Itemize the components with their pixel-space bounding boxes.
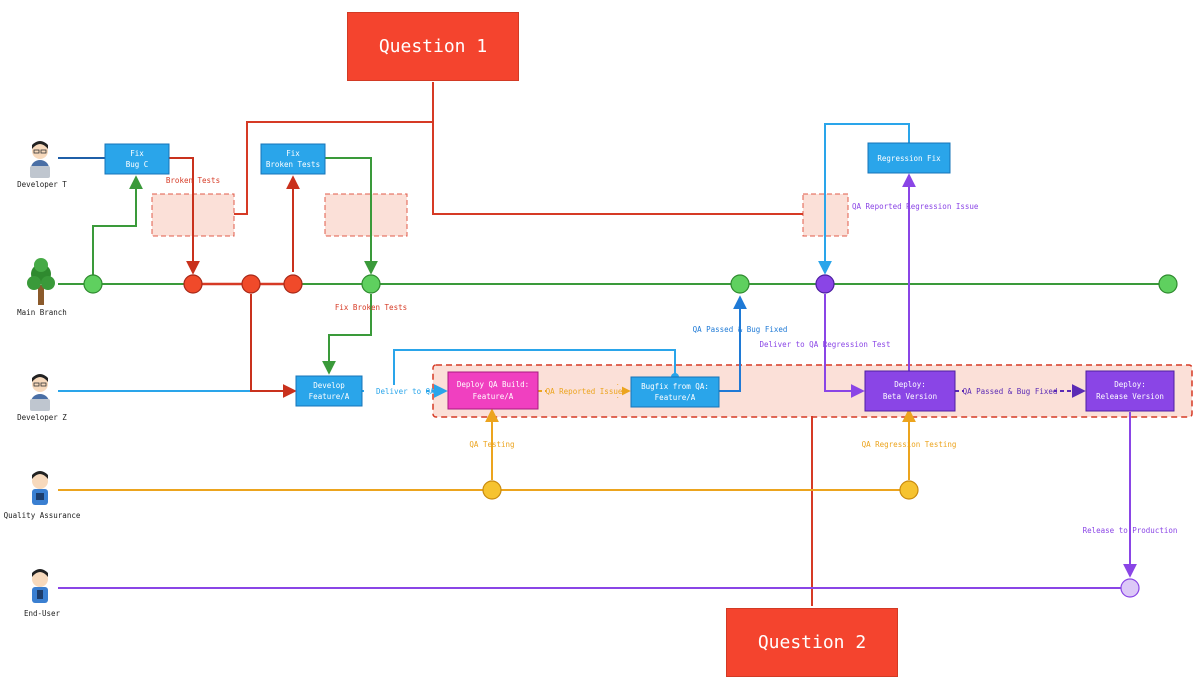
end-user-avatar (32, 569, 48, 603)
arrow-main-to-fix-bug (92, 175, 143, 284)
svg-text:Deploy:: Deploy: (1114, 380, 1146, 389)
box-deploy-qa-build: Deploy QA Build: Feature/A (447, 371, 539, 410)
commit-nodes (83, 274, 1178, 598)
label-release-to-production: Release to Production (1083, 526, 1178, 535)
question-1-box: Question 1 (347, 12, 519, 81)
svg-text:Fix: Fix (130, 149, 144, 158)
label-fix-broken-tests: Fix Broken Tests (335, 303, 407, 312)
svg-text:Develop: Develop (313, 381, 345, 390)
process-boxes: Fix Bug C Fix Broken Tests Regression Fi… (104, 142, 1175, 412)
box-deploy-release: Deploy: Release Version (1085, 370, 1175, 412)
developer-z-avatar (30, 374, 50, 411)
svg-text:Feature/A: Feature/A (473, 392, 514, 401)
actor-label-main-branch: Main Branch (17, 308, 67, 317)
svg-text:Fix: Fix (286, 149, 300, 158)
svg-text:Regression Fix: Regression Fix (877, 154, 941, 163)
red-arrows (169, 157, 300, 398)
arrow-loop-bugfix (393, 349, 676, 391)
label-qa-regression-testing: QA Regression Testing (862, 440, 957, 449)
arrow-bugfix-to-main (719, 295, 747, 392)
node-main-end (1158, 274, 1178, 294)
node-main-red-1 (183, 274, 203, 294)
node-main-3 (730, 274, 750, 294)
node-main-2 (361, 274, 381, 294)
qa-avatar (32, 471, 48, 505)
box-bugfix-from-qa: Bugfix from QA: Feature/A (630, 376, 720, 408)
node-main-red-2 (241, 274, 261, 294)
question-2-box: Question 2 (726, 608, 898, 677)
svg-text:Feature/A: Feature/A (309, 392, 350, 401)
arrow-fix-tests-to-main (325, 157, 378, 275)
svg-text:Deploy:: Deploy: (894, 380, 926, 389)
node-main-red-3 (283, 274, 303, 294)
label-qa-reported-regression: QA Reported Regression Issue (852, 202, 979, 211)
box-deploy-beta: Deploy: Beta Version (864, 370, 956, 412)
label-deliver-regression: Deliver to QA Regression Test (760, 340, 891, 349)
svg-text:Bug C: Bug C (126, 160, 149, 169)
arrow-fixbug-to-main (169, 157, 200, 275)
question-connectors (234, 82, 813, 606)
node-qa-1 (482, 480, 502, 500)
svg-text:Broken Tests: Broken Tests (266, 160, 320, 169)
node-qa-2 (899, 480, 919, 500)
svg-text:Beta Version: Beta Version (883, 392, 937, 401)
label-broken-tests: Broken Tests (166, 176, 220, 185)
svg-text:Bugfix from QA:: Bugfix from QA: (641, 382, 709, 391)
svg-text:Feature/A: Feature/A (655, 393, 696, 402)
green-arrows (92, 157, 378, 375)
label-qa-testing: QA Testing (469, 440, 514, 449)
actor-label-qa: Quality Assurance (4, 511, 81, 520)
arrow-main-to-beta (824, 294, 865, 398)
label-qa-passed-bug-fixed-2: QA Passed & Bug Fixed (963, 387, 1058, 396)
actor-label-end-user: End-User (24, 609, 61, 618)
node-main-purple (815, 274, 835, 294)
node-end-user (1120, 578, 1140, 598)
q1-connector-right (432, 122, 803, 215)
zone-2 (324, 193, 408, 237)
actor-label-developer-z: Developer Z (17, 413, 67, 422)
label-qa-reported-issue: QA Reported Issue (546, 387, 623, 396)
box-develop-feature: Develop Feature/A (295, 375, 363, 407)
developer-t-avatar (30, 141, 50, 178)
box-regression-fix: Regression Fix (867, 142, 951, 174)
svg-text:Release Version: Release Version (1096, 392, 1164, 401)
q1-connector-left (234, 82, 434, 215)
blue-arrows (362, 123, 910, 398)
arrow-regfix-to-main (818, 123, 910, 275)
label-qa-passed-bug-fixed-1: QA Passed & Bug Fixed (693, 325, 788, 334)
box-fix-broken-tests: Fix Broken Tests (260, 143, 326, 175)
label-deliver-to-qa: Deliver to QA (376, 387, 435, 396)
node-main-1 (83, 274, 103, 294)
svg-text:Deploy QA Build:: Deploy QA Build: (457, 380, 529, 389)
arrow-main-to-develop (322, 297, 372, 375)
arrow-main-to-develop-red (250, 294, 297, 398)
actor-label-developer-t: Developer T (17, 180, 67, 189)
actors: Developer T Main Branch Developer Z (4, 141, 81, 618)
tree-icon (27, 258, 55, 305)
box-fix-bug-c: Fix Bug C (104, 143, 170, 175)
flow-labels: Broken Tests Fix Broken Tests QA Reporte… (166, 176, 1178, 535)
